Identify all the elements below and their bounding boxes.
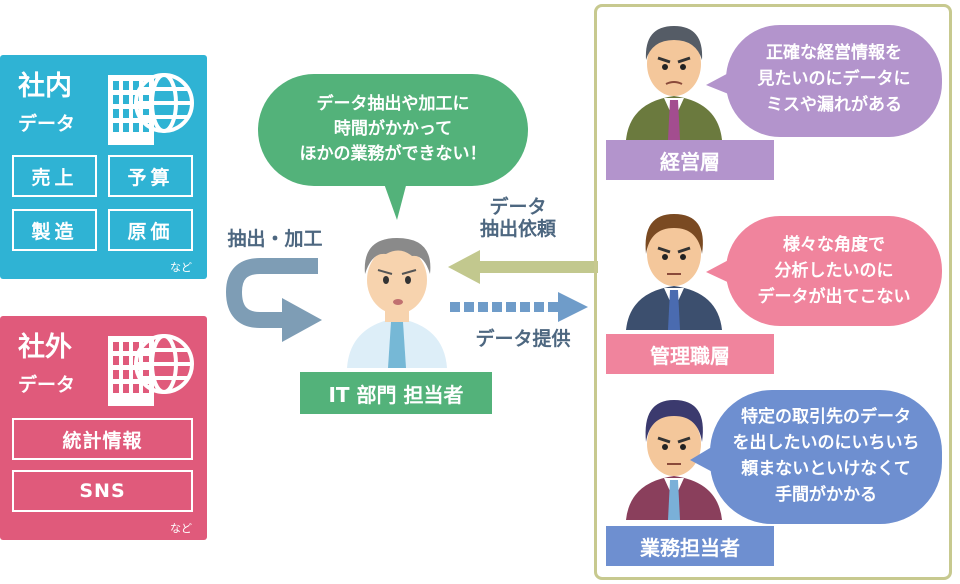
data-request-line-1: データ	[458, 196, 578, 218]
staff-role-label: 業務担当者	[606, 526, 774, 566]
cell-cost: 原価	[108, 209, 193, 251]
cell-manufacturing: 製造	[12, 209, 97, 251]
manager-role-label: 管理職層	[606, 334, 774, 374]
data-provide-label: データ提供	[458, 328, 588, 350]
staff-line-2: を出したいのにいちいち	[710, 430, 942, 456]
executive-line-3: ミスや漏れがある	[726, 92, 942, 118]
staff-line-4: 手間がかかる	[710, 482, 942, 508]
executive-role-label: 経営層	[606, 140, 774, 180]
executive-line-1: 正確な経営情報を	[726, 40, 942, 66]
internal-data-panel: 社内 データ 売上 予算 製造 原価 など	[0, 55, 207, 279]
it-role-label: IT 部門 担当者	[300, 372, 492, 414]
staff-line-1: 特定の取引先のデータ	[710, 404, 942, 430]
extract-process-label: 抽出・加工	[215, 228, 335, 250]
manager-line-2: 分析したいのに	[726, 258, 942, 284]
executive-line-2: 見たいのにデータに	[726, 66, 942, 92]
external-data-panel: 社外 データ 統計情報 SNS など	[0, 316, 207, 540]
building-globe-icon	[106, 326, 196, 408]
external-etc-note: など	[170, 520, 192, 536]
it-staff-avatar	[342, 228, 452, 368]
u-turn-arrow	[220, 252, 340, 352]
data-request-label: データ 抽出依頼	[458, 196, 578, 240]
it-bubble-line-2: 時間がかかって	[258, 117, 528, 142]
staff-speech-bubble: 特定の取引先のデータ を出したいのにいちいち 頼まないといけなくて 手間がかかる	[710, 404, 942, 508]
it-speech-bubble: データ抽出や加工に 時間がかかって ほかの業務ができない！	[258, 92, 528, 167]
manager-speech-bubble: 様々な角度で 分析したいのに データが出てこない	[726, 232, 942, 310]
cell-statistics: 統計情報	[12, 418, 193, 460]
cell-budget: 予算	[108, 155, 193, 197]
internal-data-subtitle: データ	[18, 115, 75, 134]
request-arrow-left	[448, 250, 598, 284]
building-globe-icon	[106, 65, 196, 147]
internal-etc-note: など	[170, 259, 192, 275]
cell-sales: 売上	[12, 155, 97, 197]
staff-line-3: 頼まないといけなくて	[710, 456, 942, 482]
it-bubble-line-1: データ抽出や加工に	[258, 92, 528, 117]
it-bubble-line-3: ほかの業務ができない！	[258, 142, 528, 167]
manager-line-1: 様々な角度で	[726, 232, 942, 258]
manager-line-3: データが出てこない	[726, 284, 942, 310]
external-data-subtitle: データ	[18, 376, 75, 395]
provide-arrow-right	[450, 292, 590, 324]
internal-data-title: 社内	[18, 73, 72, 100]
cell-sns: SNS	[12, 470, 193, 512]
data-request-line-2: 抽出依頼	[458, 218, 578, 240]
external-data-title: 社外	[18, 334, 72, 361]
executive-speech-bubble: 正確な経営情報を 見たいのにデータに ミスや漏れがある	[726, 40, 942, 118]
